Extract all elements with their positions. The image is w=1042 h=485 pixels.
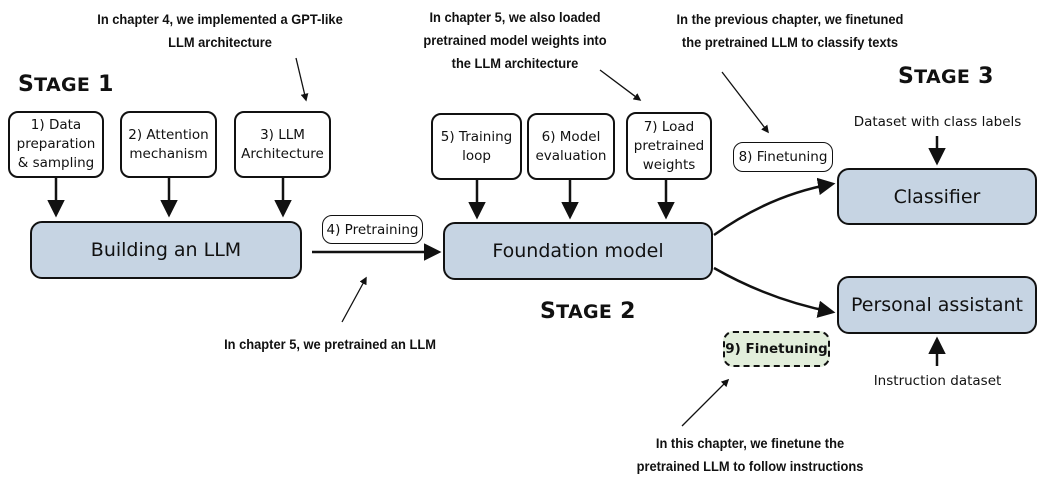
annotation-line: In the previous chapter, we finetuned [676, 11, 904, 27]
annotation-line: In chapter 5, we pretrained an LLM [224, 336, 436, 352]
step-label: 6) Model [541, 128, 601, 145]
step-label: preparation [16, 136, 96, 152]
annotation-line: pretrained LLM to follow instructions [636, 458, 864, 474]
annotation-ch5-pretrain: In chapter 5, we pretrained an LLM [201, 333, 459, 356]
stage-3-heading: STAGE 3 [898, 64, 994, 89]
pointer-prev [721, 71, 769, 134]
step-8-finetuning: 8) Finetuning [733, 142, 833, 172]
foundation-model-label: Foundation model [492, 240, 664, 262]
step-label: 1) Data [30, 117, 82, 133]
annotation-line: the LLM architecture [451, 55, 579, 71]
building-an-llm-label: Building an LLM [90, 239, 242, 261]
step-label: pretrained [633, 137, 705, 154]
dataset-label: Dataset with class labels [853, 114, 1022, 130]
step-3-llm-architecture: 3) LLM Architecture [234, 111, 331, 178]
stage-2-heading: STAGE 2 [540, 299, 636, 324]
annotation-line: LLM architecture [168, 34, 272, 50]
annotation-this-chapter: In this chapter, we finetune the pretrai… [612, 432, 888, 478]
class-labels-dataset: Dataset with class labels [835, 114, 1040, 130]
step-label: weights [642, 156, 696, 173]
foundation-model-box: Foundation model [443, 222, 713, 280]
step-label: 7) Load [643, 118, 695, 135]
annotation-line: In chapter 5, we also loaded [429, 9, 601, 25]
pointer-this-chapter [681, 378, 730, 427]
building-an-llm-box: Building an LLM [30, 221, 302, 279]
step-label: 5) Training [440, 128, 513, 145]
step-label: 9) Finetuning [725, 341, 828, 357]
annotation-line: In this chapter, we finetune the [655, 435, 845, 451]
dataset-label: Instruction dataset [873, 373, 1002, 389]
pointer-ch4 [295, 57, 309, 102]
annotation-line: pretrained model weights into [423, 32, 607, 48]
classifier-box: Classifier [837, 168, 1037, 225]
instruction-dataset: Instruction dataset [835, 373, 1040, 389]
step-4-pretraining: 4) Pretraining [322, 215, 423, 244]
step-label: 3) LLM [260, 126, 305, 143]
pointer-ch5-pretrain [341, 276, 367, 323]
step-label: loop [462, 147, 491, 164]
step-label: & sampling [17, 155, 95, 171]
step-label: Architecture [241, 145, 324, 162]
step-label: 8) Finetuning [738, 149, 828, 165]
step-label: 4) Pretraining [326, 221, 419, 238]
personal-assistant-box: Personal assistant [837, 276, 1037, 334]
personal-assistant-label: Personal assistant [850, 294, 1023, 316]
step-label: mechanism [129, 145, 208, 162]
stage-1-heading: STAGE 1 [18, 72, 114, 97]
step-label: 2) Attention [128, 126, 209, 143]
arrow-foundation-assistant [713, 266, 836, 318]
annotation-line: In chapter 4, we implemented a GPT-like [97, 11, 343, 27]
pointer-ch5-weights [599, 69, 642, 101]
arrow-foundation-classifier [713, 177, 836, 237]
step-9-finetuning: 9) Finetuning [723, 331, 830, 367]
step-2-attention-mechanism: 2) Attention mechanism [120, 111, 217, 178]
classifier-label: Classifier [893, 185, 981, 208]
annotation-line: the pretrained LLM to classify texts [681, 34, 899, 50]
step-7-load-weights: 7) Load pretrained weights [626, 112, 712, 180]
step-1-data-preparation: 1) Data preparation & sampling [8, 111, 104, 178]
step-5-training-loop: 5) Training loop [431, 113, 522, 180]
annotation-ch4-architecture: In chapter 4, we implemented a GPT-like … [73, 8, 367, 54]
step-label: evaluation [535, 147, 607, 164]
annotation-ch5-weights: In chapter 5, we also loaded pretrained … [400, 6, 630, 75]
step-6-model-evaluation: 6) Model evaluation [527, 113, 615, 180]
annotation-previous-chapter: In the previous chapter, we finetuned th… [657, 8, 924, 54]
